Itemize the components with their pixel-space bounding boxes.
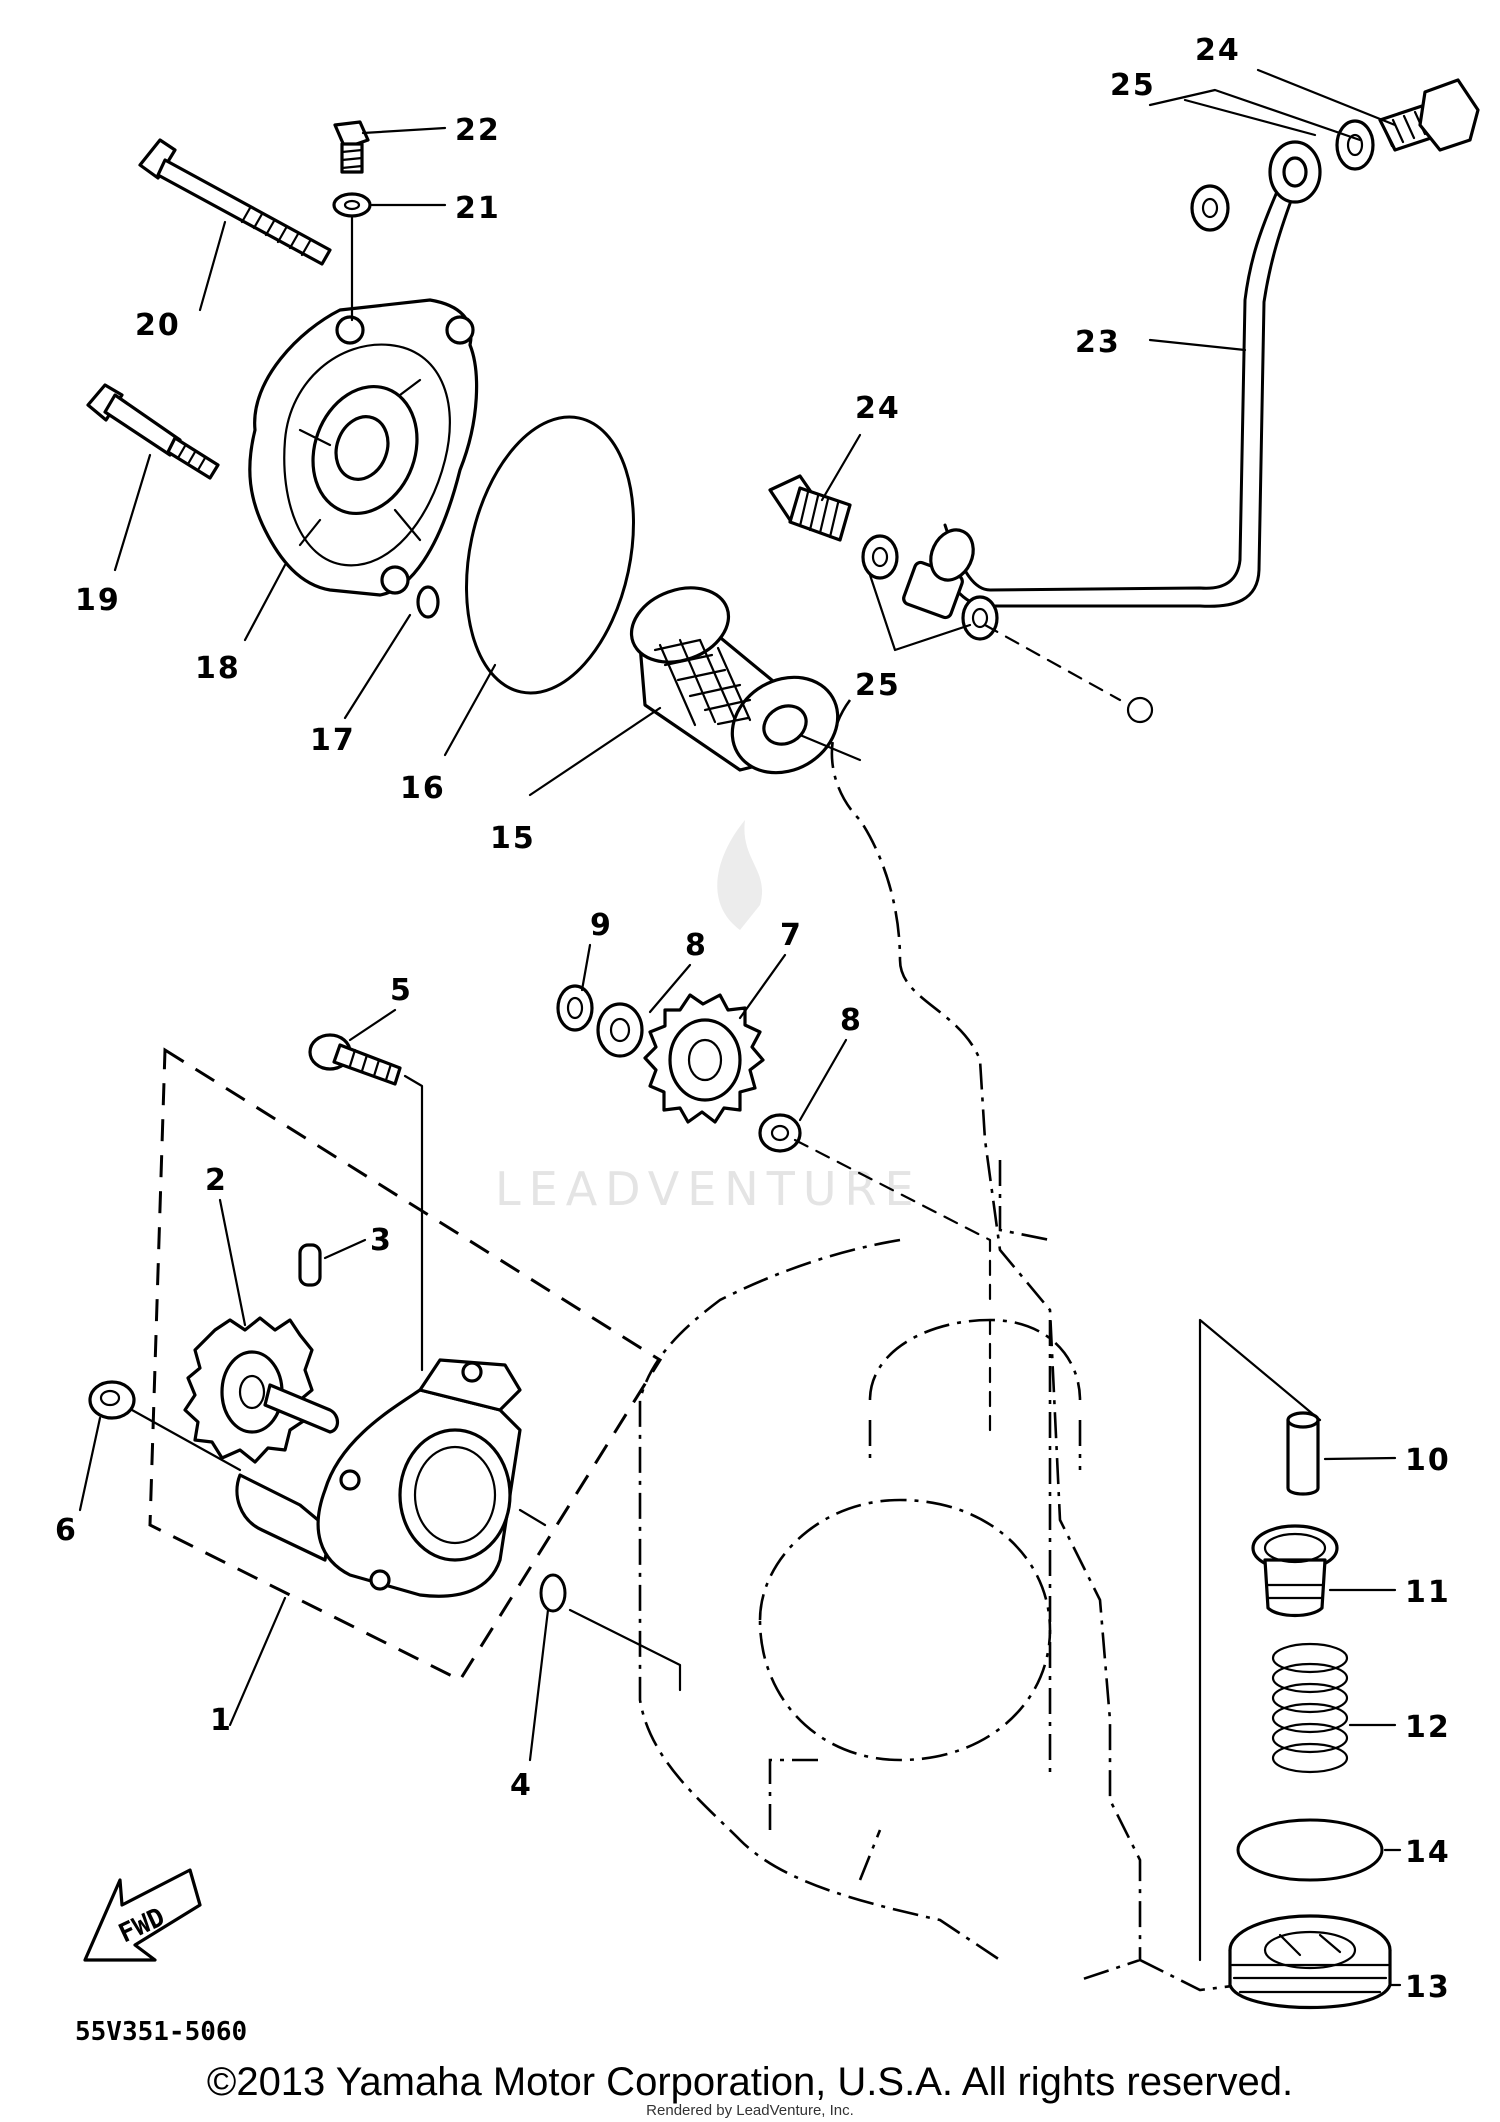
callout-25-lower: 25 bbox=[855, 668, 901, 703]
relief-valve-11[interactable] bbox=[1251, 1524, 1339, 1618]
oil-filter-element-15[interactable] bbox=[621, 575, 855, 791]
callout-1: 1 bbox=[210, 1703, 233, 1738]
banjo-bolt-24-upper[interactable] bbox=[1378, 78, 1480, 152]
watermark: LEADVENTURE bbox=[495, 820, 922, 1216]
oil-delivery-pipe-23[interactable] bbox=[902, 140, 1322, 620]
callout-9: 9 bbox=[590, 908, 613, 943]
washer-8-upper[interactable] bbox=[596, 1002, 644, 1058]
callout-19: 19 bbox=[75, 583, 121, 618]
callout-10: 10 bbox=[1405, 1443, 1451, 1478]
bolt-19[interactable] bbox=[86, 383, 220, 480]
callout-24-lower: 24 bbox=[855, 391, 901, 426]
compression-spring-12[interactable] bbox=[1271, 1642, 1349, 1774]
callout-22: 22 bbox=[455, 113, 501, 148]
callout-7: 7 bbox=[780, 918, 803, 953]
copyright-notice: ©2013 Yamaha Motor Corporation, U.S.A. A… bbox=[206, 2060, 1294, 2104]
callout-15: 15 bbox=[490, 821, 536, 856]
callout-5: 5 bbox=[390, 973, 413, 1008]
callout-11: 11 bbox=[1405, 1575, 1451, 1610]
oil-pump-assembly-1[interactable] bbox=[235, 1358, 522, 1598]
diagram-code: 55V351-5060 bbox=[75, 2017, 247, 2047]
callout-21: 21 bbox=[455, 191, 501, 226]
cap-plug-13[interactable] bbox=[1228, 1914, 1392, 2009]
callout-20: 20 bbox=[135, 308, 181, 343]
callout-numbers: 1 2 3 4 5 6 7 8 8 9 10 11 12 13 14 15 16… bbox=[55, 33, 1451, 2005]
callout-17: 17 bbox=[310, 723, 356, 758]
callout-14: 14 bbox=[1405, 1835, 1451, 1870]
callout-24-upper: 24 bbox=[1195, 33, 1241, 68]
callout-12: 12 bbox=[1405, 1710, 1451, 1745]
forward-direction-arrow: FWD bbox=[83, 1868, 202, 1962]
washer-8-lower[interactable] bbox=[758, 1113, 802, 1153]
bolt-5[interactable] bbox=[308, 1033, 402, 1086]
oil-filter-cover-18[interactable] bbox=[248, 298, 479, 597]
washer-21[interactable] bbox=[332, 192, 372, 218]
callout-13: 13 bbox=[1405, 1970, 1451, 2005]
callout-6: 6 bbox=[55, 1513, 78, 1548]
callout-8-upper: 8 bbox=[685, 928, 708, 963]
callout-4: 4 bbox=[510, 1768, 533, 1803]
callout-25-upper: 25 bbox=[1110, 68, 1156, 103]
oil-pump-gear-2[interactable] bbox=[183, 1316, 340, 1464]
dowel-pin-6[interactable] bbox=[88, 1380, 136, 1420]
o-ring-17[interactable] bbox=[416, 585, 440, 619]
callout-2: 2 bbox=[205, 1163, 228, 1198]
valve-pin-10[interactable] bbox=[1286, 1411, 1320, 1496]
copper-washer-25-lower[interactable] bbox=[861, 534, 999, 641]
callout-leader-lines bbox=[78, 68, 1402, 1987]
banjo-bolt-24-lower[interactable] bbox=[768, 474, 852, 542]
callout-16: 16 bbox=[400, 771, 446, 806]
copper-washer-25-upper[interactable] bbox=[1190, 119, 1375, 232]
circlip-9[interactable] bbox=[556, 984, 594, 1032]
bolt-20[interactable] bbox=[138, 138, 332, 266]
plug-bolt-22[interactable] bbox=[333, 120, 370, 174]
callout-3: 3 bbox=[370, 1223, 393, 1258]
callout-8-lower: 8 bbox=[840, 1003, 863, 1038]
pin-3[interactable] bbox=[298, 1243, 322, 1287]
callout-23: 23 bbox=[1075, 325, 1121, 360]
o-ring-14[interactable] bbox=[1236, 1818, 1384, 1882]
o-ring-4[interactable] bbox=[539, 1573, 567, 1613]
drive-gear-7[interactable] bbox=[643, 993, 765, 1124]
rendered-by-note: Rendered by LeadVenture, Inc. bbox=[646, 2102, 854, 2119]
callout-18: 18 bbox=[195, 651, 241, 686]
o-ring-16[interactable] bbox=[443, 401, 658, 708]
assembly-bracket-right bbox=[1198, 1318, 1322, 1962]
watermark-text: LEADVENTURE bbox=[495, 1162, 922, 1216]
